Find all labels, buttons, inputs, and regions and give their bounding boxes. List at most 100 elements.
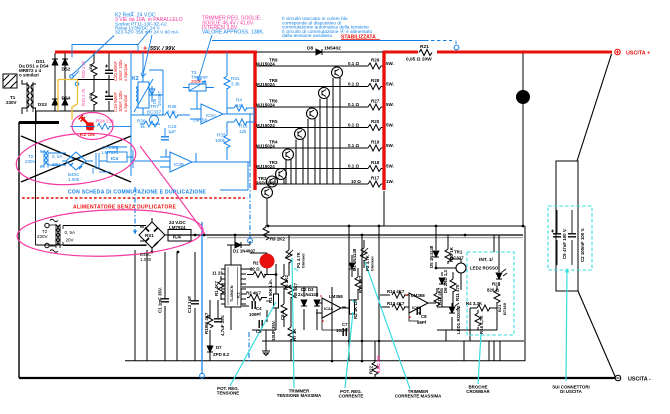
svg-text:LM358: LM358: [193, 118, 207, 123]
svg-text:POT. REG.: POT. REG.: [217, 386, 239, 391]
svg-text:T1: T1: [10, 95, 16, 100]
svg-text:R14 4K7: R14 4K7: [387, 289, 405, 294]
svg-text:R18: R18: [371, 160, 380, 165]
svg-text:CORRENTE: CORRENTE: [339, 394, 364, 399]
svg-text:D1 1N4007: D1 1N4007: [233, 249, 256, 254]
svg-text:10mF 100v: 10mF 100v: [118, 59, 123, 81]
svg-text:D4 1N4148: D4 1N4148: [352, 248, 357, 271]
svg-text:R8 4K7: R8 4K7: [293, 283, 298, 298]
svg-text:323 ÂZ© 358 mH 24 V 60 mA: 323 ÂZ© 358 mH 24 V 60 mA: [115, 29, 179, 36]
svg-text:Il circuito di commutazione Ⓐ: Il circuito di commutazione Ⓐ è alimenta…: [282, 28, 372, 35]
svg-text:0.1 Ω: 0.1 Ω: [348, 123, 360, 128]
svg-text:BC327: BC327: [450, 256, 464, 261]
svg-text:MJ15024: MJ15024: [256, 123, 275, 128]
svg-text:5W.: 5W.: [386, 61, 394, 66]
svg-text:0.1 Ω: 0.1 Ω: [348, 82, 360, 87]
svg-text:TRIMMER: TRIMMER: [289, 389, 310, 394]
svg-text:MJ15024: MJ15024: [256, 61, 275, 66]
svg-text:ISTERESI 3,8V.: ISTERESI 3,8V.: [202, 25, 238, 31]
svg-text:C6 1: C6 1: [280, 310, 285, 320]
svg-text:R36: R36: [137, 119, 146, 124]
svg-text:C5: C5: [256, 329, 262, 334]
svg-text:MJ15024: MJ15024: [256, 82, 275, 87]
svg-text:R17: R17: [371, 175, 380, 180]
svg-text:C9 47uF 100 V.: C9 47uF 100 V.: [562, 228, 567, 259]
svg-text:TRIMMER: TRIMMER: [408, 389, 429, 394]
svg-text:D8: D8: [307, 46, 313, 52]
svg-text:DS2: DS2: [62, 67, 71, 72]
svg-text:10UF 35V.: 10UF 35V.: [271, 320, 276, 341]
svg-text:T2: T2: [28, 154, 34, 159]
svg-text:3.3k: 3.3k: [231, 82, 240, 87]
svg-text:DS3: DS3: [38, 102, 47, 107]
svg-text:IC4: IC4: [111, 156, 119, 161]
svg-text:R4: R4: [236, 98, 242, 103]
svg-text:ZPD 8.2: ZPD 8.2: [213, 352, 230, 357]
svg-text:R19: R19: [371, 139, 380, 144]
svg-text:TR2: TR2: [258, 176, 267, 181]
svg-text:0, 5A: 0, 5A: [52, 154, 63, 159]
svg-text:R5 2K2: R5 2K2: [284, 275, 289, 290]
svg-text:0.1 Ω: 0.1 Ω: [348, 61, 360, 66]
svg-text:IC4: IC4: [173, 235, 181, 241]
svg-text:C1 1mF 35V.: C1 1mF 35V.: [158, 287, 163, 313]
svg-text:20V: 20V: [66, 238, 74, 243]
svg-text:1N4007: 1N4007: [157, 91, 162, 106]
svg-text:x 5pc/pal: x 5pc/pal: [123, 95, 128, 112]
svg-text:K2: K2: [132, 76, 139, 82]
svg-text:K2 RelÃ¨ 24 V.DC: K2 RelÃ¨ 24 V.DC: [115, 12, 156, 19]
svg-text:R24 21k: R24 21k: [96, 119, 114, 125]
svg-text:LM358: LM358: [411, 293, 425, 298]
svg-text:4,7uF 35V.: 4,7uF 35V.: [220, 315, 225, 336]
svg-text:24 V.DC: 24 V.DC: [169, 220, 186, 225]
svg-text:R20: R20: [371, 119, 380, 124]
svg-text:R1 50K Lin.: R1 50K Lin.: [268, 279, 273, 303]
svg-text:P2 4.7K: P2 4.7K: [365, 254, 370, 271]
svg-text:LM7824: LM7824: [102, 150, 119, 155]
svg-text:6,8Ω 2W: 6,8Ω 2W: [376, 355, 381, 373]
svg-text:C4: C4: [256, 306, 262, 311]
svg-text:230V: 230V: [25, 159, 36, 164]
svg-text:TR9: TR9: [269, 58, 278, 63]
svg-text:100Pf: 100Pf: [249, 312, 261, 317]
svg-text:USCITA +: USCITA +: [626, 51, 650, 57]
svg-text:BROCHE: BROCHE: [468, 385, 487, 390]
svg-text:B40C: B40C: [140, 252, 152, 257]
svg-text:R31: R31: [231, 76, 240, 81]
svg-text:10 Ω: 10 Ω: [351, 179, 361, 184]
svg-text:5W.: 5W.: [386, 143, 394, 148]
svg-text:3 VIE da 10A. in PARALLELO: 3 VIE da 10A. in PARALLELO: [115, 17, 183, 23]
svg-text:R19W 4K7: R19W 4K7: [204, 312, 209, 334]
svg-text:D6 2RD 1,3: D6 2RD 1,3: [443, 270, 448, 293]
svg-text:1N5402: 1N5402: [324, 46, 341, 52]
svg-text:CON SCHEDA DI COMMUTAZIONE E D: CON SCHEDA DI COMMUTAZIONE E DUPLICAZION…: [68, 190, 206, 196]
svg-text:INT. 1/: INT. 1/: [479, 257, 494, 263]
svg-text:R28: R28: [371, 78, 380, 83]
svg-text:Da DS1 a DS4: Da DS1 a DS4: [19, 64, 49, 69]
svg-text:TR6: TR6: [269, 99, 278, 104]
svg-text:TRIMMER REG. SOGLIE.: TRIMMER REG. SOGLIE.: [202, 16, 261, 22]
svg-text:LM358: LM358: [329, 294, 343, 299]
svg-text:IC2A: IC2A: [324, 306, 333, 311]
svg-text:dalla tensione ausiliaria: dalla tensione ausiliaria: [282, 33, 332, 39]
svg-text:TR4: TR4: [269, 140, 278, 145]
svg-text:24 V.DC: 24 V.DC: [102, 145, 119, 150]
svg-text:POT. REG.: POT. REG.: [340, 389, 362, 394]
svg-text:R9 2K2: R9 2K2: [270, 237, 285, 242]
svg-text:*: *: [320, 295, 322, 301]
svg-text:R33: R33: [217, 133, 226, 138]
svg-text:3.3k: 3.3k: [167, 110, 176, 115]
svg-text:R35: R35: [168, 104, 177, 109]
svg-text:3W: 3W: [88, 93, 93, 99]
svg-text:R2: R2: [253, 261, 259, 266]
svg-text:R10 1K: R10 1K: [449, 246, 454, 262]
svg-text:ALIMENTATORE SENZA DUPLICATORE: ALIMENTATORE SENZA DUPLICATORE: [73, 205, 176, 211]
svg-text:DI USCITA: DI USCITA: [560, 389, 582, 394]
svg-text:LM7824: LM7824: [169, 225, 186, 230]
svg-text:230V: 230V: [6, 100, 17, 105]
svg-text:11 23: 11 23: [212, 271, 223, 276]
svg-text:5W.: 5W.: [386, 123, 394, 128]
svg-text:C8: C8: [421, 314, 427, 319]
svg-text:TENSIONE: TENSIONE: [217, 391, 240, 396]
svg-text:R2 1K Lin: R2 1K Lin: [353, 298, 358, 319]
